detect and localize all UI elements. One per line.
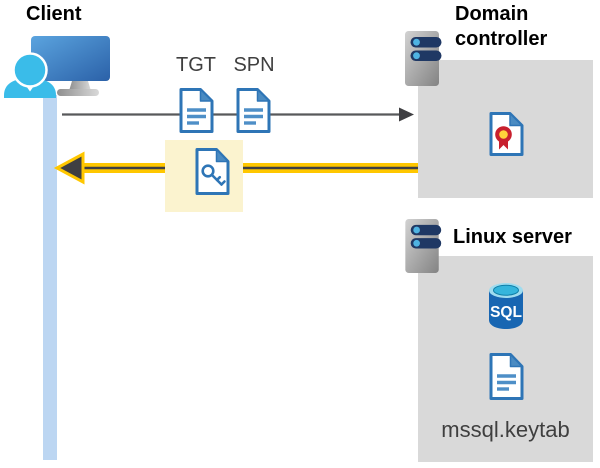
client-lifeline (43, 95, 57, 460)
tgt-label: TGT (176, 54, 216, 76)
document-icon-tgt (179, 88, 214, 133)
server-icon-domain-controller (405, 31, 442, 86)
domain-controller-label-line1: Domain (455, 3, 529, 25)
server-icon-linux (405, 218, 442, 274)
certificate-icon (489, 112, 524, 156)
domain-controller-label-line2: controller (455, 28, 548, 50)
sql-icon-label: SQL (490, 304, 522, 321)
client-label: Client (26, 3, 82, 25)
spn-label: SPN (233, 54, 275, 76)
sql-database-icon: SQL (489, 283, 523, 329)
domain-controller-label: Domain controller (455, 2, 547, 52)
document-icon-spn (236, 88, 271, 133)
keytab-filename-label: mssql.keytab (441, 417, 570, 442)
document-icon-keytab (489, 353, 524, 400)
linux-server-label: Linux server (453, 226, 572, 248)
user-monitor-icon (4, 36, 110, 98)
key-document-icon (195, 148, 230, 195)
